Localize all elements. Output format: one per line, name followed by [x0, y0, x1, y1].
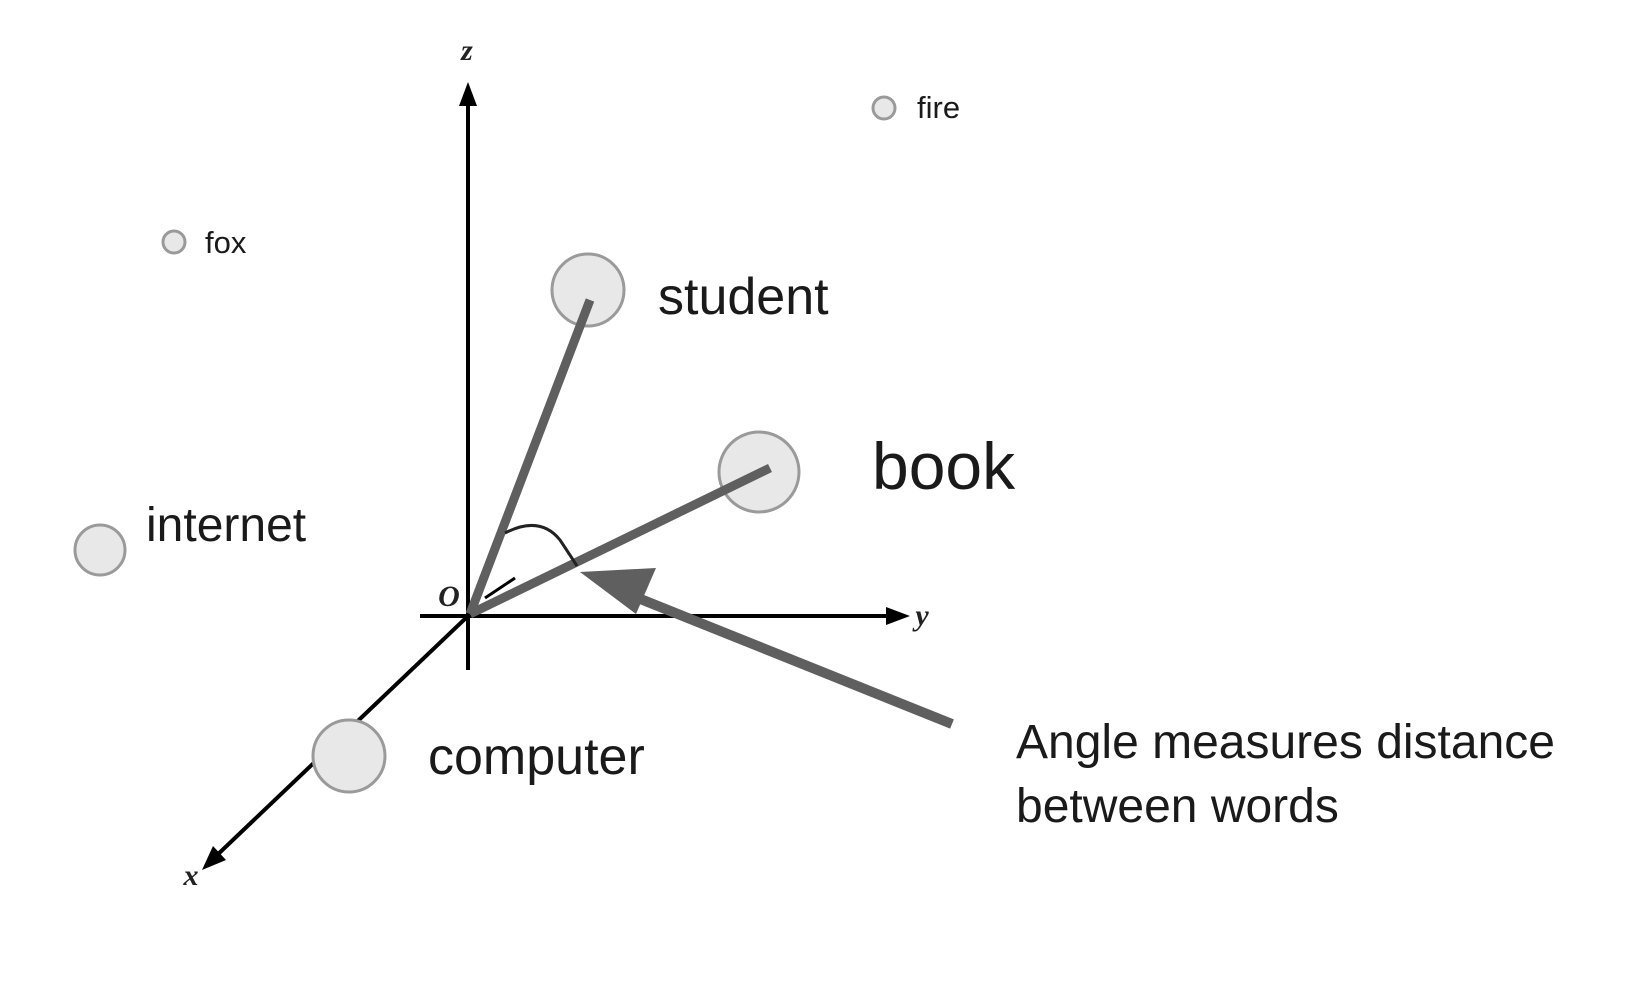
z-axis-label: z	[460, 34, 473, 67]
word-node-fox	[161, 229, 187, 255]
word-label-fire: fire	[917, 90, 960, 125]
word-node-fire	[871, 95, 897, 121]
word-node-student	[550, 252, 626, 328]
word-label-fox: fox	[205, 225, 247, 260]
y-axis-label: y	[912, 599, 929, 632]
vector-student	[465, 298, 595, 616]
annotation-line-1: Angle measures distance	[1016, 716, 1555, 769]
x-axis-arrowhead	[202, 846, 226, 870]
y-axis-arrowhead	[886, 607, 910, 625]
word-label-internet: internet	[146, 499, 306, 552]
vector-book	[468, 463, 772, 619]
word-label-computer: computer	[428, 728, 645, 786]
word-node-computer	[311, 718, 387, 794]
annotation-arrow-shaft	[626, 589, 954, 729]
annotation-arrow-head	[580, 568, 656, 614]
origin-label: O	[438, 580, 460, 613]
word-label-student: student	[658, 268, 829, 326]
word-label-book: book	[872, 429, 1016, 503]
x-axis-label: x	[183, 859, 199, 892]
angle-arc	[504, 523, 579, 567]
origin-tick	[484, 576, 516, 600]
word-node-internet	[73, 523, 127, 577]
z-axis-arrowhead	[459, 82, 477, 106]
annotation-line-2: between words	[1016, 780, 1339, 833]
